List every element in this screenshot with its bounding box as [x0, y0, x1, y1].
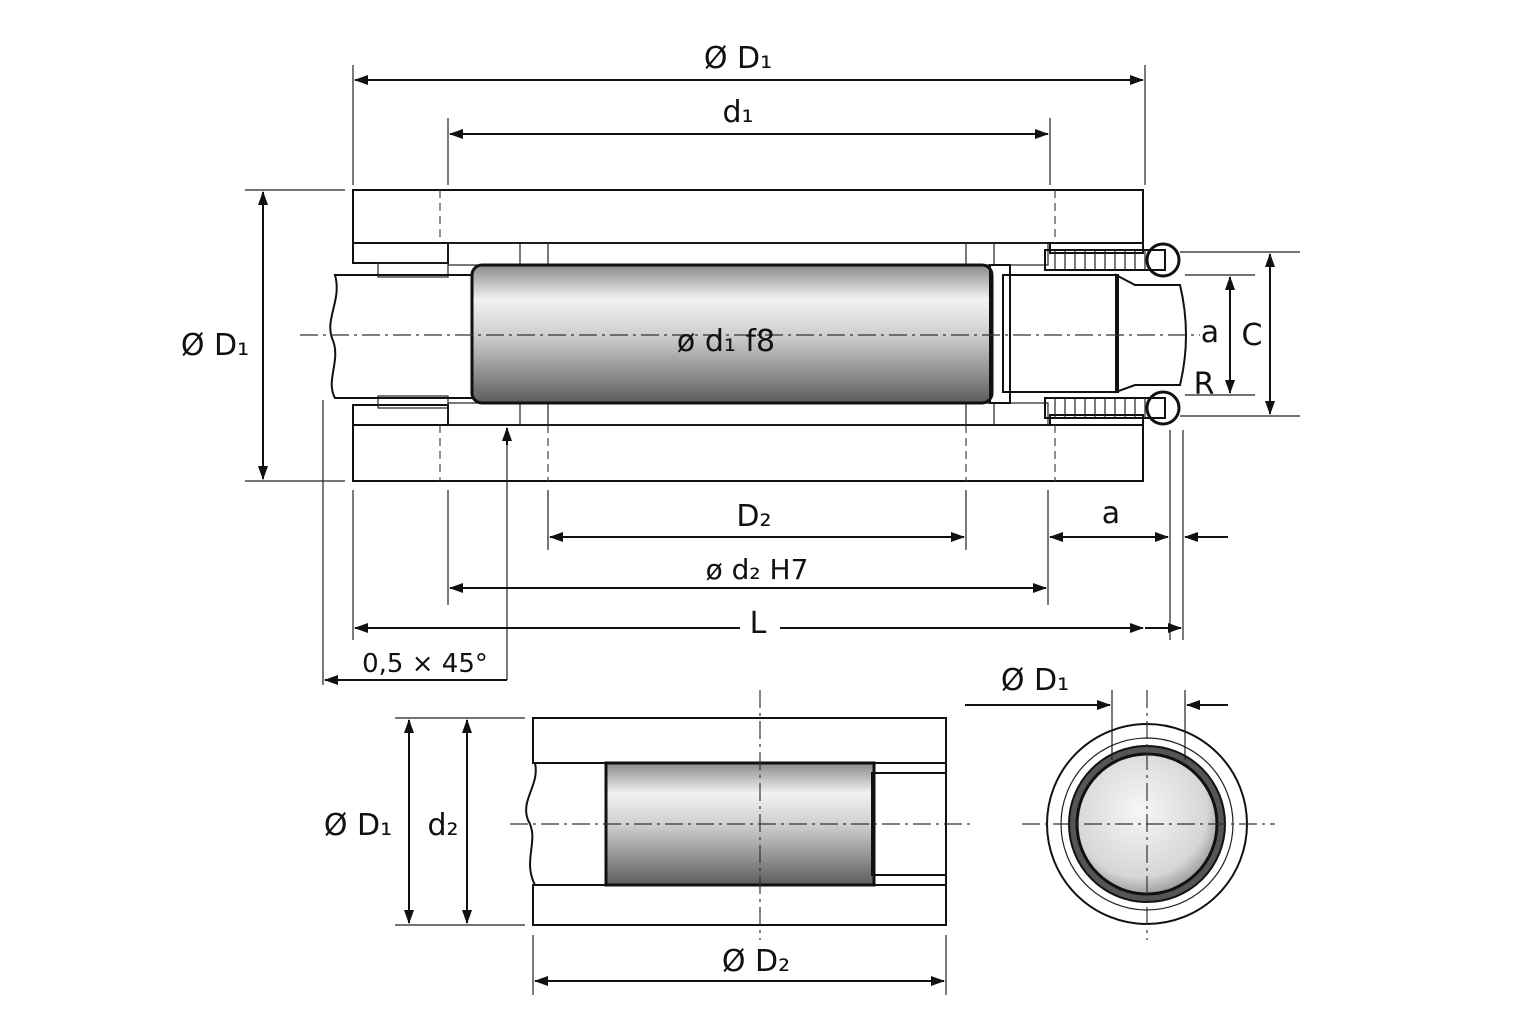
lower-dimensions	[395, 717, 947, 995]
bushing-lower	[447, 402, 1049, 426]
bushing-upper	[447, 242, 1049, 266]
label-top-d1: d₁	[722, 95, 753, 130]
sleeve-lower-wall	[532, 884, 947, 926]
sleeve-bore-step-upper	[869, 762, 947, 774]
label-bottom-D2: D₂	[736, 499, 771, 534]
shaft-section	[329, 274, 476, 399]
main-dimensions	[245, 65, 1300, 685]
shaft-collar	[989, 264, 1011, 404]
main-section-view	[300, 189, 1200, 482]
shaft-end-step	[1002, 274, 1119, 393]
label-length-L: L	[750, 606, 767, 641]
label-lower-left-d2: d₂	[427, 808, 458, 843]
housing-lower-wall	[352, 424, 1144, 482]
label-end-view-D1: Ø D₁	[1001, 663, 1069, 698]
seal-left-lower	[519, 402, 549, 426]
clamp-rod-lower	[1044, 390, 1181, 426]
label-bottom-a: a	[1102, 496, 1120, 531]
housing-right-upper-step	[1049, 242, 1144, 254]
label-right-r: R	[1194, 367, 1215, 402]
dimension-labels: Ø D₁ d₁ Ø D₁ ø d₁ f8 a C R D₂ a ø d₂ H7 …	[181, 41, 1263, 979]
label-shaft-fit: ø d₁ f8	[677, 324, 775, 359]
sleeve-shaft-section	[525, 762, 609, 886]
label-lower-left-D1: Ø D₁	[324, 808, 392, 843]
end-view	[965, 690, 1275, 940]
sleeve-bore-step-lower	[869, 874, 947, 886]
wiper-upper	[377, 262, 449, 278]
wiper-lower	[377, 395, 449, 409]
label-top-outer-diameter: Ø D₁	[704, 41, 772, 76]
housing-upper-wall	[352, 189, 1144, 244]
label-left-outer-diameter: Ø D₁	[181, 328, 249, 363]
seal-left-upper	[519, 242, 549, 266]
seal-right-lower	[965, 402, 995, 426]
label-chamfer: 0,5 × 45°	[362, 649, 488, 679]
label-right-a: a	[1201, 315, 1219, 350]
shaft-end-tip	[1115, 273, 1187, 394]
label-bore-fit: ø d₂ H7	[706, 553, 809, 586]
lower-section-view	[510, 690, 975, 940]
shaft-body	[470, 263, 994, 405]
sleeve-upper-wall	[532, 717, 947, 764]
housing-right-lower-step	[1049, 414, 1144, 426]
label-lower-bottom-D2: Ø D₂	[722, 944, 790, 979]
housing-left-upper-step	[352, 242, 449, 264]
seal-right-upper	[965, 242, 995, 266]
clamp-rod-upper	[1044, 242, 1181, 278]
label-right-c: C	[1242, 318, 1263, 353]
